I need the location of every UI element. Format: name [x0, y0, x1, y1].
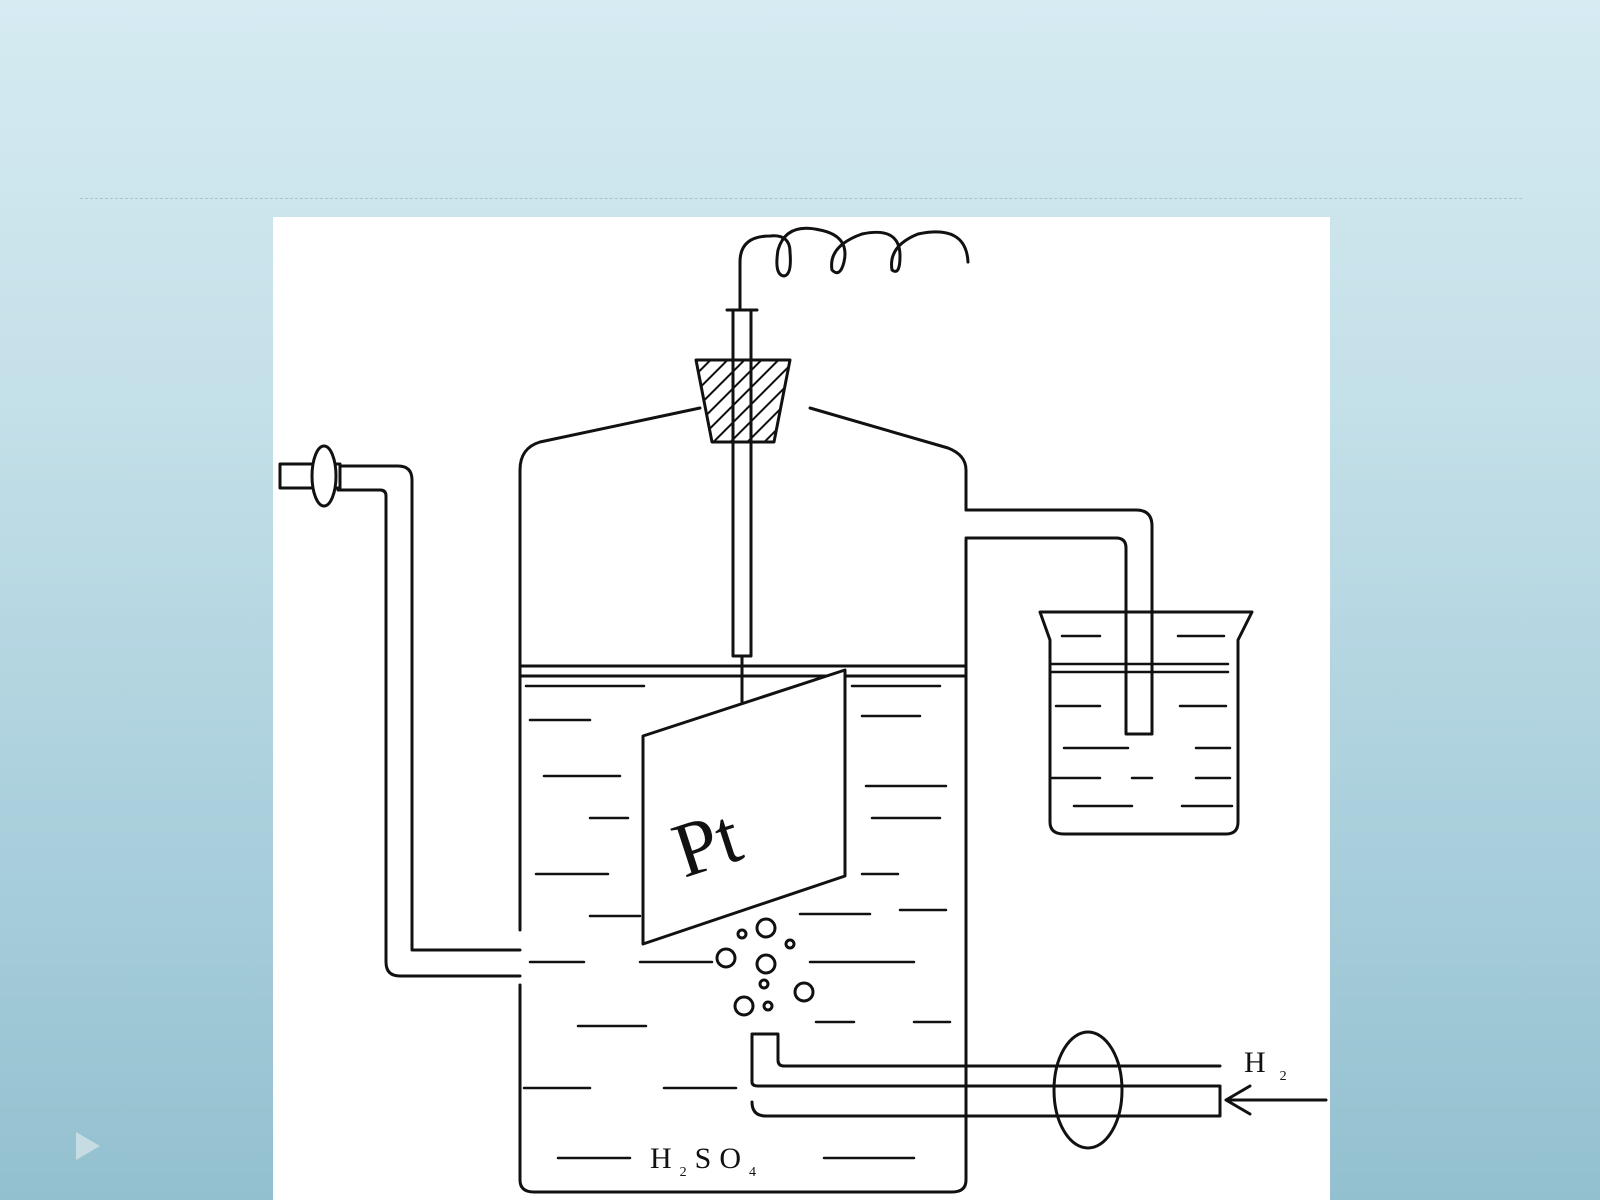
gas-label-h: H: [1244, 1046, 1266, 1079]
hydrogen-inlet-tube: [750, 1032, 1222, 1118]
electrolyte-label-so: SO: [695, 1142, 749, 1175]
gas-flow-arrow: [1224, 1084, 1328, 1116]
wire-coil: [738, 226, 970, 312]
gas-label-sub: 2: [1280, 1069, 1287, 1084]
left-side-tube: [336, 464, 522, 978]
stopper: [694, 358, 792, 444]
hydrogen-bubbles: [715, 917, 815, 1017]
beaker-liquid-dashes: [1050, 634, 1234, 808]
platinum-plate: [641, 668, 847, 946]
vessel-outline: [518, 406, 968, 1194]
slide-divider: [80, 198, 1522, 199]
beaker: [1038, 610, 1254, 836]
inlet-valve: [1052, 1030, 1124, 1150]
play-arrow-icon[interactable]: [76, 1132, 100, 1160]
electrolyte-label-sub-b: 4: [749, 1165, 764, 1180]
electrolyte-label-h: H: [650, 1142, 680, 1175]
right-outlet-tube: [964, 508, 1154, 736]
electrolyte-label-sub-a: 2: [680, 1165, 695, 1180]
electrolyte-dashes: [522, 684, 952, 1160]
electrolyte-label: H2SO4: [650, 1142, 764, 1180]
